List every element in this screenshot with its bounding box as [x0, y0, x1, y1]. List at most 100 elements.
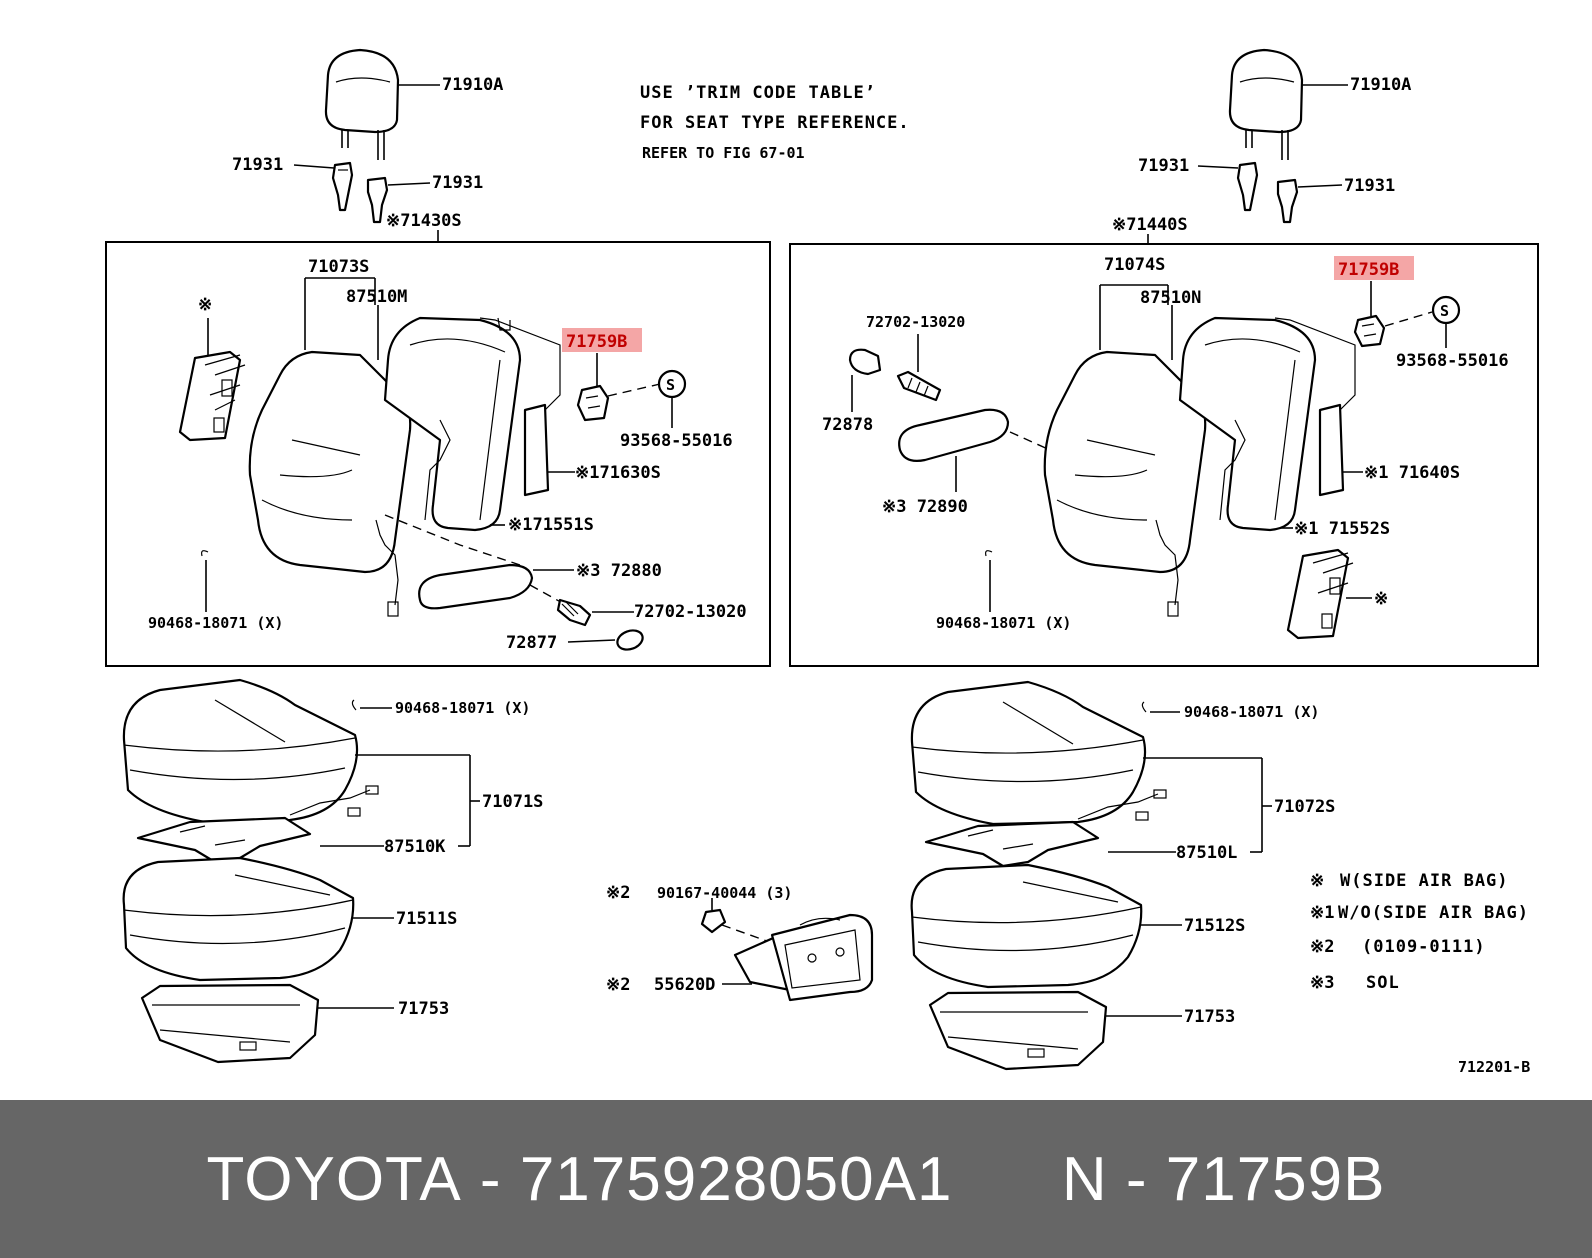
legend-mark-4: ※3	[1310, 973, 1334, 993]
right-cushion-cover	[910, 680, 1147, 826]
left-bracket-label[interactable]: 71759B	[566, 332, 627, 352]
right-back-assembly-box	[789, 243, 1539, 667]
left-cushion-pad	[136, 785, 379, 864]
footer-space-1	[502, 1144, 520, 1215]
parts-diagram: USE ’TRIM CODE TABLE’ FOR SEAT TYPE REFE…	[105, 48, 1539, 1076]
center-tray-mark: ※2	[606, 975, 630, 995]
left-seatback-frame	[383, 316, 561, 532]
legend-mark-2: ※1	[1310, 903, 1334, 923]
left-frame-bottom-label: ※171551S	[508, 515, 594, 535]
right-hog-ring-label: 90468-18071 (X)	[936, 614, 1071, 632]
center-tray	[733, 913, 874, 1002]
part-label: N	[1061, 1144, 1108, 1214]
left-airbag-mark: ※	[198, 295, 212, 315]
left-arm-bolt-label: 72702-13020	[634, 602, 747, 622]
footer-space-3	[1148, 1144, 1166, 1215]
right-back-assy-label: ※71440S	[1112, 215, 1188, 235]
center-bolt	[700, 908, 727, 934]
center-bolt-mark: ※2	[606, 883, 630, 903]
right-cushion-cover-label: 71072S	[1274, 797, 1335, 817]
right-guide-b-label: 71931	[1344, 176, 1395, 196]
right-arm-cap	[848, 348, 882, 376]
left-back-assy-label: ※71430S	[386, 211, 462, 231]
trim-note-line-2: FOR SEAT TYPE REFERENCE.	[640, 113, 910, 133]
right-cushion-pad	[924, 789, 1167, 868]
left-back-assembly-box	[105, 241, 771, 667]
footer-gap	[952, 1144, 1061, 1215]
svg-text:S: S	[666, 376, 675, 394]
right-side-airbag-module	[1286, 548, 1354, 640]
footer-space-2	[1108, 1144, 1126, 1215]
right-screw-label: 93568-55016	[1396, 351, 1509, 371]
right-frame-bottom-label: ※1 71552S	[1294, 519, 1390, 539]
left-frame-side-label: ※171630S	[575, 463, 661, 483]
legend-text-2: W/O(SIDE AIR BAG)	[1338, 903, 1529, 923]
left-guide-b-label: 71931	[432, 173, 483, 193]
right-arm-bolt	[896, 370, 942, 402]
left-cushion-hog-ring-label: 90468-18071 (X)	[395, 699, 530, 717]
trim-note-line-3: REFER TO FIG 67-01	[642, 144, 805, 162]
right-headrest	[1228, 48, 1304, 160]
left-shield-label: 71753	[398, 999, 449, 1019]
right-back-cover-label: 71074S	[1104, 255, 1165, 275]
trim-note-line-1: USE ’TRIM CODE TABLE’	[640, 83, 876, 103]
right-cushion-hog-ring-label: 90468-18071 (X)	[1184, 703, 1319, 721]
right-back-pad-label: 87510N	[1140, 288, 1201, 308]
left-headrest-guide-b	[366, 176, 389, 224]
right-screw-symbol: S	[1431, 295, 1461, 325]
left-cushion-label: 71511S	[396, 909, 457, 929]
left-cushion	[122, 856, 355, 982]
footer-separator-1	[462, 1144, 480, 1215]
left-back-pad-label: 87510M	[346, 287, 407, 307]
left-screw-label: 93568-55016	[620, 431, 733, 451]
part-code[interactable]: 71759B	[1165, 1144, 1386, 1214]
left-armrest	[418, 563, 534, 610]
left-cushion-pad-label: 87510K	[384, 837, 446, 857]
right-armrest-label: ※3 72890	[882, 497, 968, 517]
right-bracket-highlight	[1334, 256, 1414, 280]
left-hog-ring	[201, 550, 209, 557]
right-hog-ring	[985, 550, 993, 557]
legend: ※ W(SIDE AIR BAG) ※1 W/O(SIDE AIR BAG) ※…	[1310, 871, 1529, 993]
right-wire-harness	[1155, 519, 1179, 617]
right-headrest-label: 71910A	[1350, 75, 1411, 95]
right-headrest-guide-b	[1276, 178, 1299, 224]
left-screw-symbol: S	[657, 369, 687, 399]
center-bolt-label: 90167-40044 (3)	[657, 884, 792, 902]
right-shield	[928, 990, 1108, 1071]
right-bracket-part	[1353, 314, 1386, 348]
left-cushion-cover-label: 71071S	[482, 792, 543, 812]
left-headrest-guide-a	[331, 161, 354, 212]
center-tray-label: 55620D	[654, 975, 715, 995]
left-arm-bolt	[556, 598, 592, 627]
left-shield	[140, 983, 320, 1064]
left-headrest-label: 71910A	[442, 75, 503, 95]
legend-text-4: SOL	[1366, 973, 1400, 993]
label-separator: -	[1125, 1144, 1148, 1214]
left-bracket-highlight	[562, 328, 642, 352]
right-cushion	[910, 863, 1143, 989]
right-frame-side-label: ※1 71640S	[1364, 463, 1460, 483]
legend-text-1: W(SIDE AIR BAG)	[1340, 871, 1509, 891]
brand-name: TOYOTA	[206, 1144, 462, 1214]
right-armrest	[898, 408, 1010, 462]
right-arm-bolt-label: 72702-13020	[866, 313, 965, 331]
left-headrest	[324, 48, 400, 160]
right-arm-cap-label: 72878	[822, 415, 873, 435]
legend-mark-1: ※	[1310, 871, 1324, 891]
part-number[interactable]: 7175928050A1	[519, 1144, 953, 1214]
left-guide-a-label: 71931	[232, 155, 283, 175]
right-cushion-label: 71512S	[1184, 916, 1245, 936]
left-cushion-cover	[122, 678, 359, 824]
right-bracket-label[interactable]: 71759B	[1338, 260, 1399, 280]
legend-text-3: (0109-0111)	[1362, 937, 1486, 957]
left-arm-cap	[616, 629, 644, 651]
left-bracket-part	[576, 384, 610, 422]
left-hog-ring-label: 90468-18071 (X)	[148, 614, 283, 632]
left-seatback-cover	[248, 350, 412, 574]
right-guide-a-label: 71931	[1138, 156, 1189, 176]
brand-separator: -	[479, 1144, 502, 1214]
right-airbag-mark: ※	[1374, 589, 1388, 609]
left-side-airbag-module	[178, 350, 246, 442]
left-arm-cap-label: 72877	[506, 633, 557, 653]
